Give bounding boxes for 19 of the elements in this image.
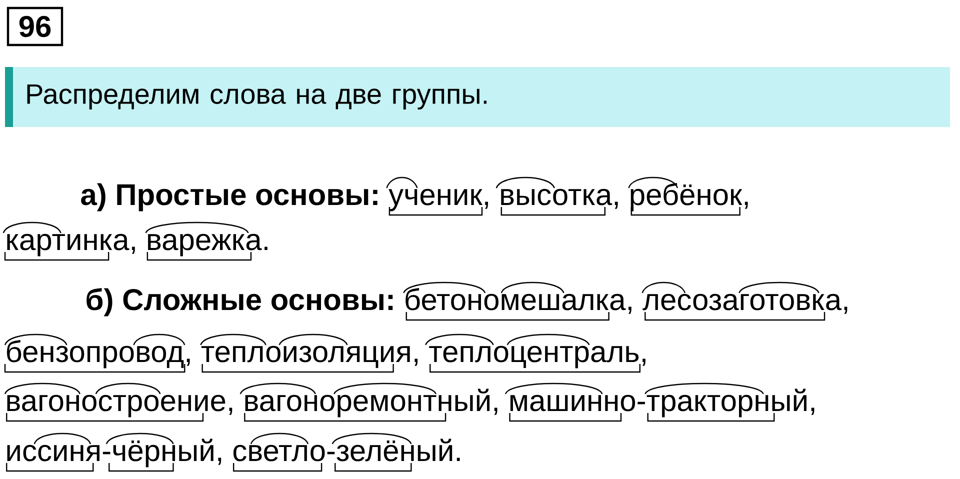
section-heading: б) Сложные основы: [86,288,393,316]
word: светло-зелёный. [233,438,460,462]
word: картинка, [7,234,135,256]
word: вагоностроение, [7,394,232,418]
word: варежка. [148,234,268,256]
word: вагоноремонтный, [245,388,498,418]
word: бензопровод, [6,340,190,368]
word: теплоцентраль, [429,346,646,368]
word: лесозаготовка, [642,294,848,314]
word: ученик, [388,188,488,212]
word: бетономешалка, [406,288,632,314]
word: высотка, [501,188,618,209]
instruction-banner: Распределим слова на две группы. [5,67,950,127]
word: машинно-тракторный, [510,388,814,418]
exercise-number: 96 [6,6,64,46]
section-heading: а) Простые основы: [81,183,378,212]
word: иссиня-чёрный, [7,438,222,468]
word: теплоизоляция, [201,346,418,368]
word: ребёнок, [630,183,748,212]
